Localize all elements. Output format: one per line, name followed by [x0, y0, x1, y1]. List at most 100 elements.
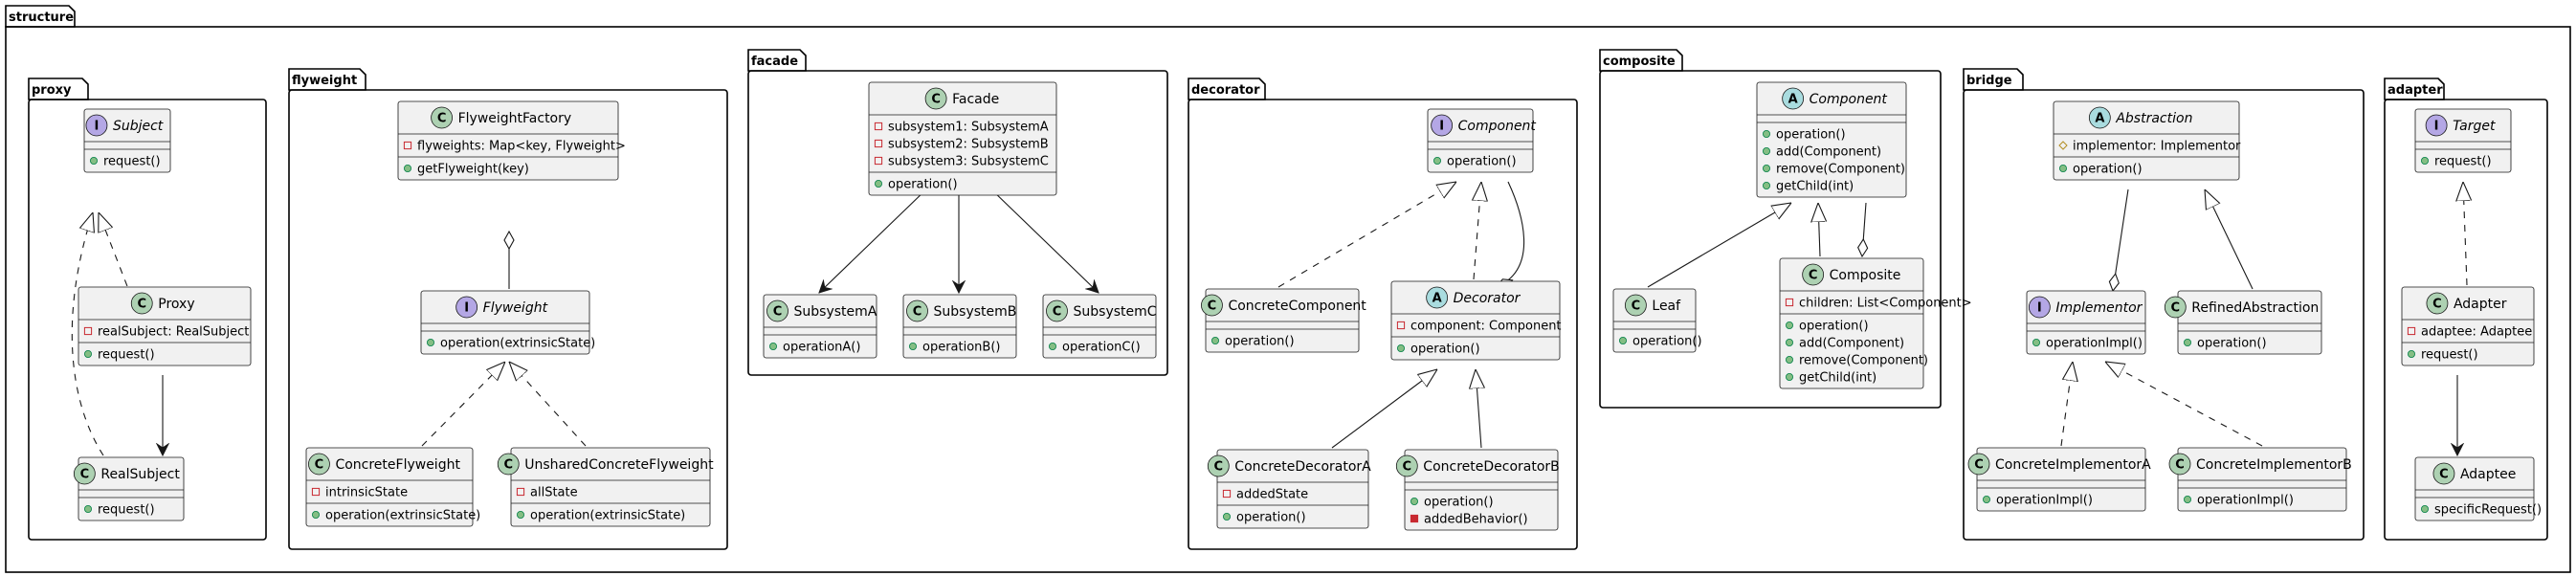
class-member: subsystem3: SubsystemC	[888, 155, 1049, 169]
class-name: Proxy	[158, 297, 194, 312]
visibility-public-icon	[2420, 505, 2429, 514]
svg-text:C: C	[1214, 460, 1224, 475]
visibility-public-icon	[517, 511, 525, 520]
class-member: adaptee: Adaptee	[2421, 325, 2532, 340]
package-title-proxy: proxy	[32, 83, 72, 98]
relation-association-facade-to-subsystem-a	[819, 187, 929, 293]
relation-realization-concrete-implementor-a-to-implementor	[2060, 362, 2073, 447]
package-title-flyweight: flyweight	[292, 74, 357, 88]
relation-realization-adapter-to-target	[2463, 182, 2467, 286]
class-stereotype-icon: C	[1207, 454, 1230, 477]
visibility-public-icon	[1786, 338, 1794, 346]
class-name: Component	[1810, 92, 1888, 107]
svg-text:A: A	[2095, 112, 2104, 126]
svg-text:C: C	[137, 298, 146, 312]
class-stereotype-icon: C	[906, 299, 928, 322]
svg-text:C: C	[315, 458, 324, 473]
class-member: implementor: Implementor	[2073, 140, 2241, 154]
visibility-private-method-icon	[1410, 514, 1419, 523]
class-stereotype-icon: C	[766, 299, 788, 322]
svg-text:C: C	[2439, 468, 2449, 482]
class-member: realSubject: RealSubject	[98, 325, 249, 340]
visibility-public-icon	[2183, 338, 2191, 346]
class-name: SubsystemA	[794, 304, 877, 320]
visibility-private-icon	[2407, 326, 2416, 336]
visibility-public-icon	[1763, 181, 1771, 189]
class-member: operationImpl()	[2046, 337, 2143, 351]
svg-text:C: C	[2171, 301, 2181, 316]
svg-text:I: I	[2434, 120, 2439, 134]
svg-text:A: A	[1788, 93, 1798, 107]
visibility-public-icon	[1619, 336, 1628, 344]
package-title-decorator: decorator	[1191, 83, 1260, 98]
visibility-public-icon	[311, 511, 320, 520]
class-member: getChild(int)	[1799, 371, 1876, 386]
class-member: operation()	[888, 178, 958, 192]
package-facade: facade	[747, 49, 1168, 376]
class-name: SubsystemB	[934, 304, 1017, 320]
class-member: getChild(int)	[1776, 180, 1854, 194]
class-member: operationC()	[1062, 341, 1141, 355]
visibility-public-icon	[1982, 496, 1990, 504]
class-name: RealSubject	[100, 467, 180, 482]
class-member: specificRequest()	[2434, 503, 2542, 518]
class-member: allState	[530, 486, 578, 500]
svg-text:I: I	[464, 301, 469, 316]
class-member: getFlyweight(key)	[417, 163, 529, 177]
packages-layer: proxyflyweightfacadedecoratorcompositebr…	[28, 49, 2548, 550]
class-member: intrinsicState	[325, 486, 408, 500]
relation-realization-concrete-implementor-b-to-implementor	[2105, 362, 2263, 447]
class-member: subsystem1: SubsystemA	[888, 121, 1049, 135]
relation-realization-proxy-to-subject	[99, 212, 133, 299]
class-name: SubsystemC	[1074, 304, 1157, 320]
visibility-public-icon	[1397, 343, 1406, 352]
visibility-public-icon	[1763, 164, 1771, 172]
visibility-public-icon	[403, 164, 411, 172]
svg-text:C: C	[1632, 299, 1641, 314]
class-member: operationImpl()	[1996, 494, 2093, 508]
relation-association-facade-to-subsystem-c	[988, 187, 1099, 293]
edges-layer	[71, 182, 2467, 455]
class-name: ConcreteDecoratorA	[1234, 459, 1371, 475]
visibility-public-icon	[84, 505, 93, 514]
class-member: operation()	[1225, 335, 1295, 349]
relation-generalization-concrete-decorator-a-to-decorator	[1331, 369, 1437, 449]
class-member: children: List<Component>	[1799, 297, 1972, 311]
visibility-private-icon	[1396, 321, 1406, 330]
interface-stereotype-icon: I	[85, 114, 108, 137]
svg-text:C: C	[773, 305, 783, 320]
interface-stereotype-icon: I	[455, 296, 478, 319]
visibility-public-icon	[769, 342, 778, 350]
class-member: add(Component)	[1776, 145, 1881, 160]
visibility-public-icon	[2407, 349, 2415, 358]
visibility-public-icon	[1211, 336, 1220, 344]
